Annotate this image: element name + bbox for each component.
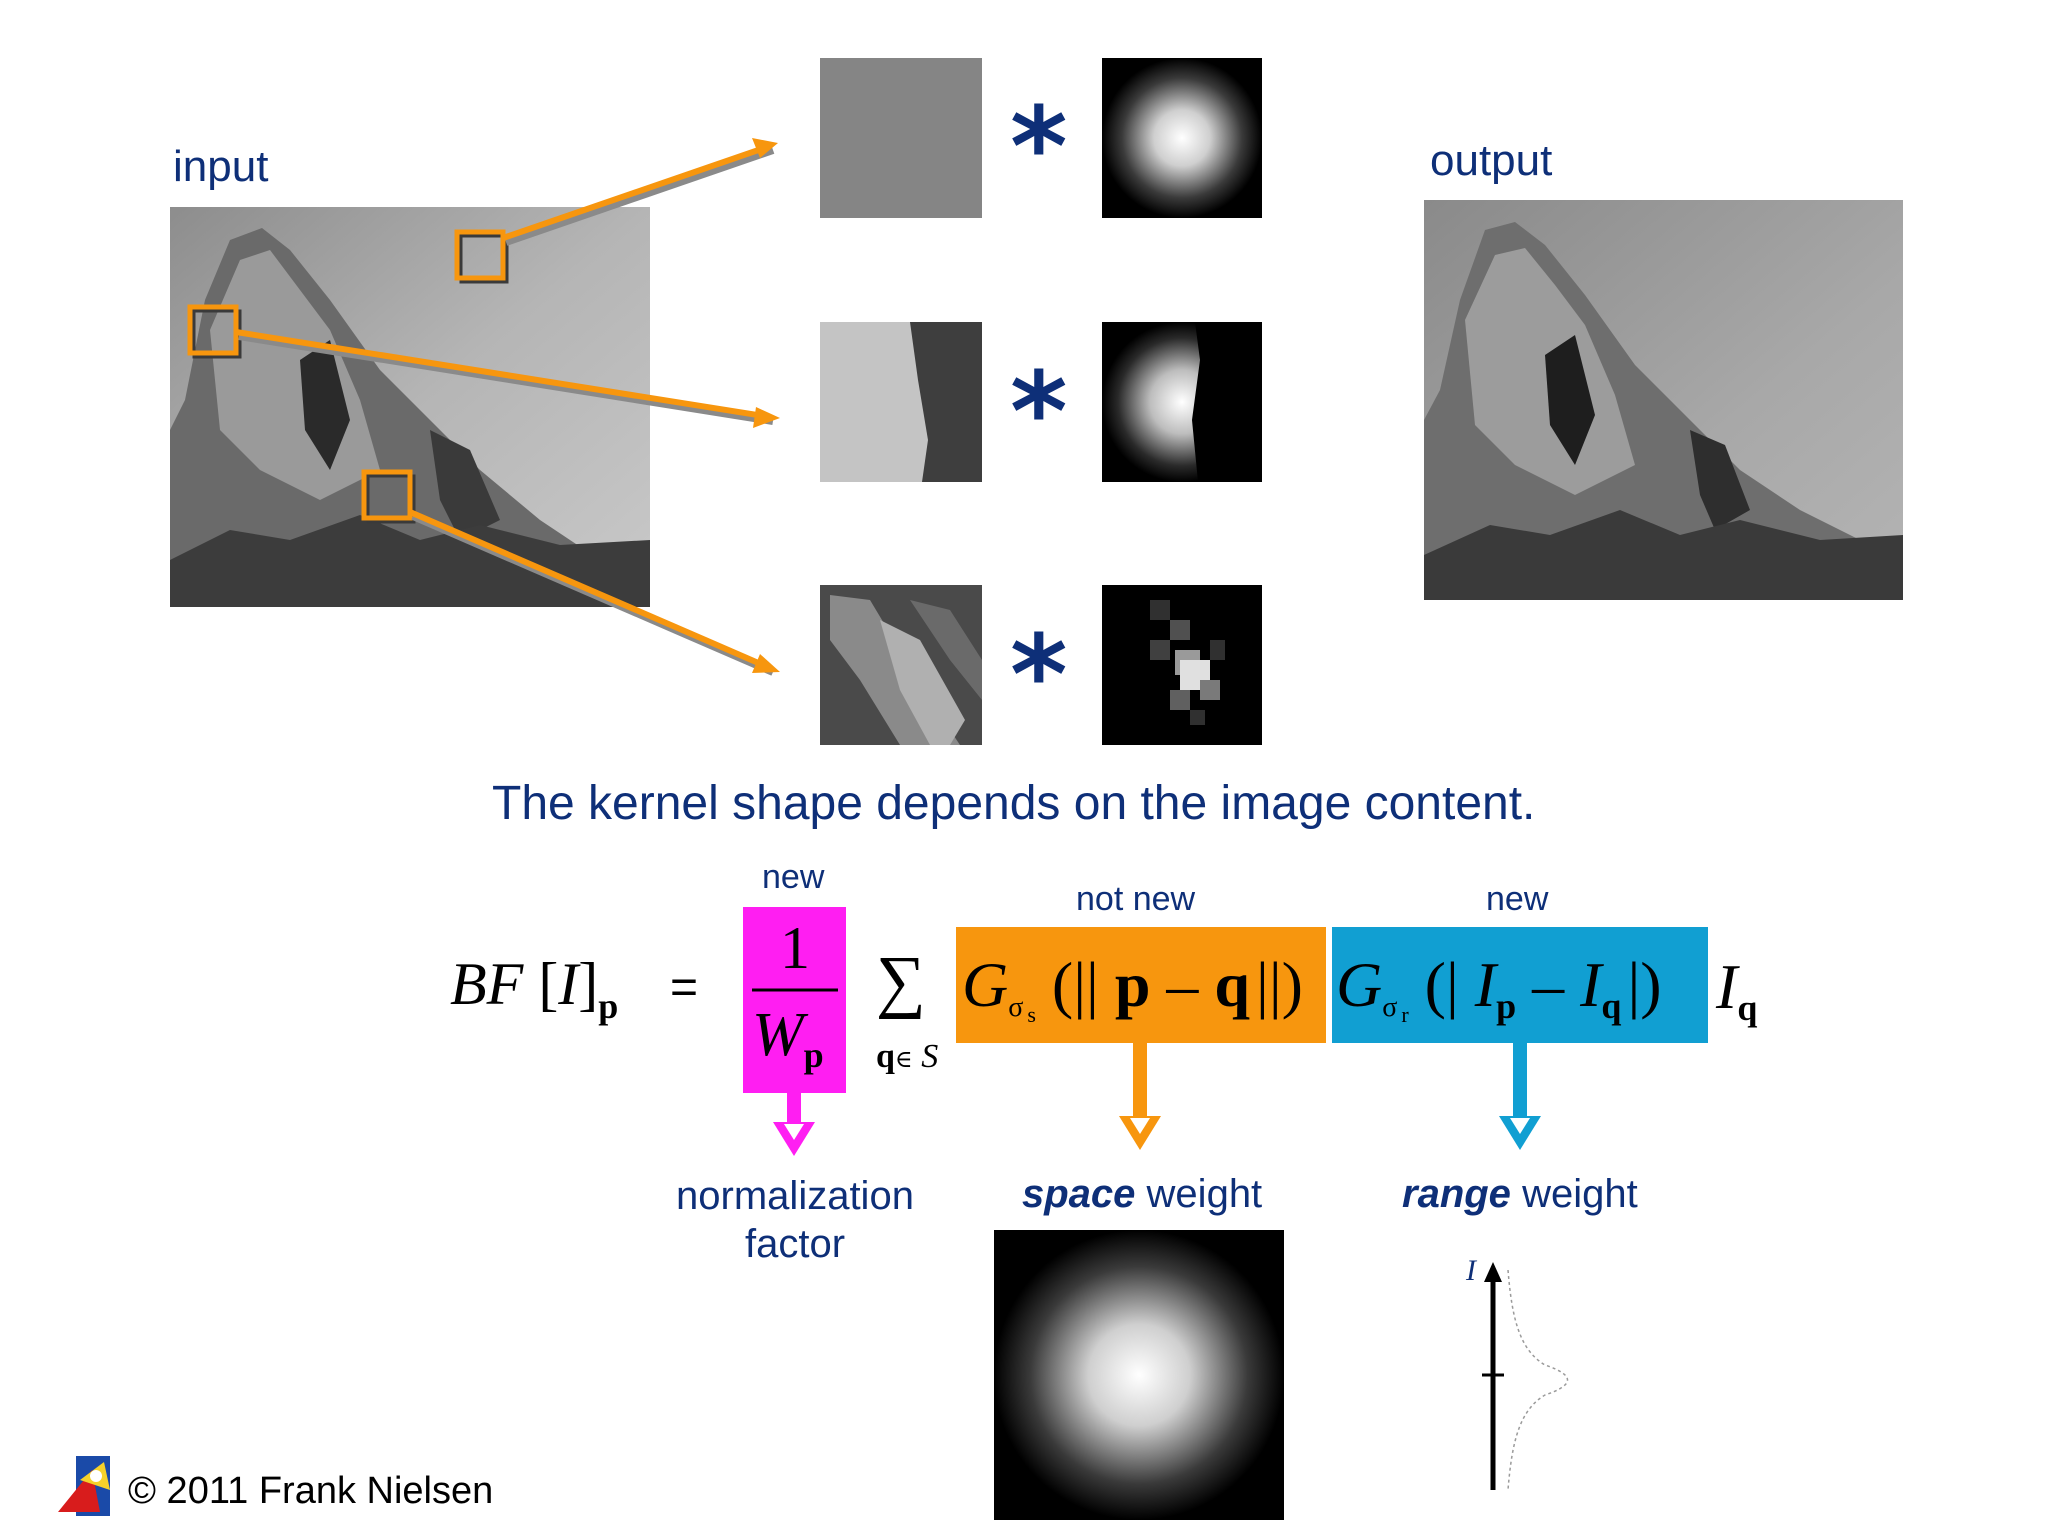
gr-sigma: σ	[1382, 992, 1398, 1023]
range-weight-label: range weight	[1402, 1172, 1638, 1217]
lhs-bracket-open: [	[538, 951, 559, 1017]
normalization-line2: factor	[744, 1222, 846, 1266]
arrow-space	[1119, 1043, 1161, 1150]
input-label: input	[173, 142, 269, 191]
range-emph: range	[1402, 1172, 1511, 1216]
patch-edge	[820, 322, 982, 482]
tail-sub-q: q	[1737, 988, 1758, 1028]
gs-q: q	[1214, 949, 1250, 1020]
caption: The kernel shape depends on the image co…	[492, 777, 1536, 830]
sum-sub-in: ∈	[894, 1047, 913, 1073]
gr-G: G	[1336, 949, 1383, 1020]
range-rest: weight	[1522, 1172, 1638, 1216]
label-new-normalization: new	[762, 858, 825, 896]
space-weight-image	[994, 1230, 1284, 1520]
sum-sub-q: q	[876, 1038, 895, 1075]
normalization-label: normalization factor	[660, 1172, 930, 1268]
lhs-bf: BF	[450, 951, 524, 1017]
space-rest: weight	[1146, 1172, 1263, 1216]
tail-I: I	[1716, 951, 1738, 1022]
formula-lhs: BF [I]p	[450, 950, 618, 1027]
kernel-texture	[1102, 585, 1262, 745]
gs-G: G	[962, 949, 1009, 1020]
copyright: © 2011 Frank Nielsen	[128, 1470, 494, 1512]
convolve-symbol-2: *	[1010, 348, 1068, 476]
input-image	[170, 207, 650, 607]
gs-p: p	[1114, 949, 1151, 1020]
normalization-box	[743, 907, 846, 1093]
sum-subscript: q∈ S	[876, 1038, 938, 1076]
gr-sub-q: q	[1601, 986, 1622, 1026]
range-axis-arrow	[1484, 1262, 1502, 1282]
gs-s: s	[1027, 1002, 1036, 1027]
lhs-sub-p: p	[598, 986, 619, 1026]
frac-denominator: Wp	[752, 1000, 824, 1076]
sum-symbol: ∑	[876, 943, 926, 1020]
kernel-edge	[1102, 322, 1262, 482]
patch-sky	[820, 58, 982, 218]
formula-equals: =	[670, 961, 699, 1014]
space-term-box	[956, 927, 1326, 1043]
gr-arg-open: (|	[1424, 949, 1459, 1020]
logo	[58, 1456, 110, 1516]
patch-texture	[820, 585, 982, 745]
range-term-box	[1332, 927, 1708, 1043]
range-weight-plot	[1482, 1262, 1568, 1491]
range-axis-label: I	[1466, 1254, 1476, 1287]
gs-arg-open: (||	[1051, 949, 1099, 1020]
label-new-range: new	[1486, 880, 1549, 918]
selection-box-texture	[361, 469, 416, 524]
arrow-edge	[235, 329, 780, 428]
gs-sigma: σ	[1008, 992, 1024, 1023]
gr-arg-close: |)	[1627, 949, 1662, 1020]
lhs-I: I	[558, 951, 579, 1017]
arrow-sky	[502, 138, 778, 246]
frac-numerator: 1	[780, 915, 810, 981]
frac-den-W: W	[752, 1001, 804, 1069]
gr-I2: I	[1580, 949, 1602, 1020]
range-gaussian-curve	[1507, 1269, 1568, 1491]
convolve-symbol-1: *	[1010, 83, 1068, 211]
label-not-new: not new	[1076, 880, 1196, 918]
sum-sub-S: S	[921, 1038, 939, 1075]
tail-Iq: Iq	[1716, 950, 1757, 1029]
gr-sub-p: p	[1496, 986, 1517, 1026]
gs-arg-close: ||)	[1256, 949, 1303, 1020]
gr-minus: –	[1532, 949, 1565, 1020]
convolve-symbol-3: *	[1010, 611, 1068, 739]
normalization-line1: normalization	[676, 1174, 914, 1218]
lhs-bracket-close: ]	[578, 951, 599, 1017]
arrow-texture	[408, 509, 780, 676]
output-image	[1424, 200, 1903, 600]
arrow-normalization	[773, 1093, 815, 1156]
arrow-range	[1499, 1043, 1541, 1150]
selection-box-sky	[454, 229, 509, 284]
output-label: output	[1430, 136, 1553, 185]
space-weight-label: space weight	[1022, 1172, 1262, 1217]
kernel-sky	[1102, 58, 1262, 218]
gr-r: r	[1401, 1002, 1409, 1027]
gs-minus: –	[1166, 949, 1199, 1020]
frac-den-sub-p: p	[803, 1035, 824, 1075]
gr-I1: I	[1474, 949, 1497, 1020]
space-emph: space	[1022, 1172, 1136, 1216]
